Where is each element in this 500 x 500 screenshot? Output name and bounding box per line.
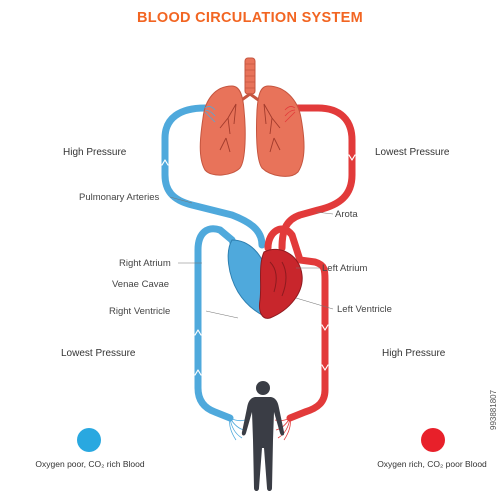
right-lung (199, 85, 246, 176)
label-arota: Arota (335, 209, 358, 220)
aorta-vessel (264, 225, 329, 422)
label-pulmonary-arteries: Pulmonary Arteries (79, 192, 160, 203)
leader-lines (169, 196, 334, 319)
label-left-ventricle: Left Ventricle (337, 304, 392, 315)
pulmonary-artery-vessel (161, 104, 266, 249)
stock-id: 993881807 (489, 389, 498, 430)
left-lung (256, 85, 305, 177)
page-title: BLOOD CIRCULATION SYSTEM (137, 10, 363, 26)
body-head (256, 381, 270, 395)
label-lowest-pressure-right: Lowest Pressure (375, 147, 450, 158)
label-lowest-pressure-left: Lowest Pressure (61, 348, 136, 359)
label-venae-cavae: Venae Cavae (112, 279, 169, 290)
label-left-atrium: Left Atrium (322, 263, 367, 274)
legend-label-oxygen-rich: Oxygen rich, CO₂ poor Blood (377, 459, 487, 469)
label-high-pressure-right: High Pressure (382, 348, 446, 359)
pulmonary-vein-vessel (278, 104, 356, 252)
human-body-illustration (229, 381, 291, 491)
lungs-illustration (199, 57, 305, 177)
heart-right-side (227, 239, 267, 317)
heart-illustration (227, 239, 303, 319)
legend-swatch-oxygen-poor (77, 428, 101, 452)
legend-label-oxygen-poor: Oxygen poor, CO₂ rich Blood (35, 459, 144, 469)
label-right-atrium: Right Atrium (119, 258, 171, 269)
capillary-bed-left (229, 417, 246, 441)
heart-left-side (259, 248, 303, 319)
label-high-pressure-left: High Pressure (63, 147, 127, 158)
legend: Oxygen poor, CO₂ rich Blood Oxygen rich,… (35, 428, 487, 469)
legend-swatch-oxygen-rich (421, 428, 445, 452)
body-figure (241, 397, 285, 491)
capillary-bed-right (274, 417, 291, 441)
label-right-ventricle: Right Ventricle (109, 306, 170, 317)
